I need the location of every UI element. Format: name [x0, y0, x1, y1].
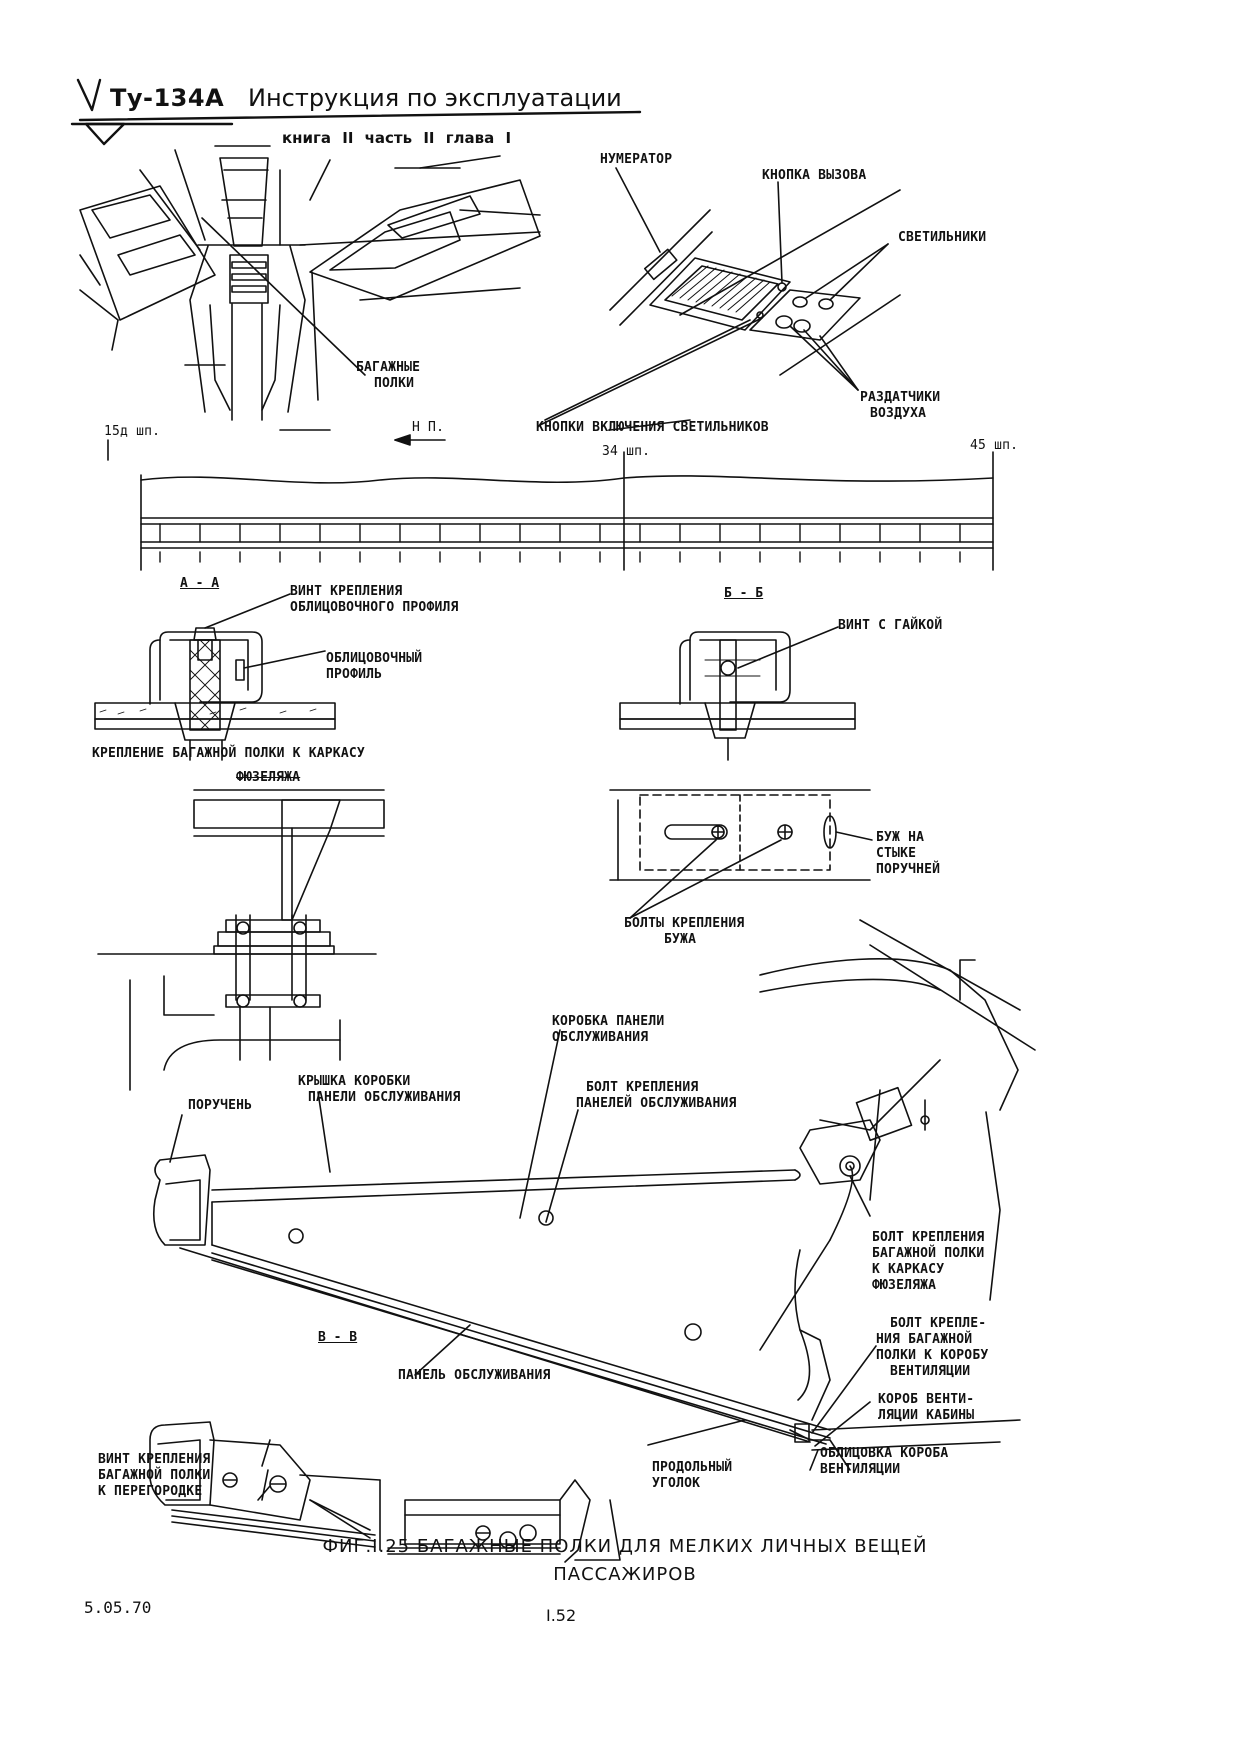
label-trim-profile: ОБЛИЦОВОЧНЫЙ ПРОФИЛЬ	[326, 651, 422, 683]
label-luggage-shelves: БАГАЖНЫЕ ПОЛКИ	[356, 360, 420, 392]
label-trim-profile-screw: ВИНТ КРЕПЛЕНИЯ ОБЛИЦОВОЧНОГО ПРОФИЛЯ	[290, 584, 459, 616]
passenger-service-unit-view	[539, 167, 901, 431]
section-v-v-title: В - В	[318, 1330, 358, 1345]
label-line: ОБЛИЦОВКА КОРОБА	[820, 1446, 949, 1461]
label-line: ВИНТ КРЕПЛЕНИЯ	[290, 584, 403, 599]
header-brand: Ту-134А	[110, 84, 225, 112]
handrail-joint-drawing	[609, 789, 873, 919]
label-line: ВЕНТИЛЯЦИИ	[890, 1364, 971, 1379]
label-line: ОБСЛУЖИВАНИЯ	[552, 1030, 649, 1045]
label-line: ПРОДОЛЬНЫЙ	[652, 1460, 733, 1475]
partition-section-drawing	[148, 1421, 621, 1563]
label-line: БОЛТ КРЕПЛЕ-	[890, 1316, 987, 1331]
label-partition-screw: ВИНТ КРЕПЛЕНИЯ БАГАЖНОЙ ПОЛКИ К ПЕРЕГОРО…	[98, 1452, 210, 1500]
label-line: ВИНТ КРЕПЛЕНИЯ	[98, 1452, 211, 1467]
label-shelf-to-vent-bolt: БОЛТ КРЕПЛЕ- НИЯ БАГАЖНОЙ ПОЛКИ К КОРОБУ…	[876, 1316, 988, 1380]
section-b-b-title: Б - Б	[724, 586, 764, 601]
label-line: КОРОБКА ПАНЕЛИ	[552, 1014, 665, 1029]
label-line: ПАНЕЛИ ОБСЛУЖИВАНИЯ	[308, 1090, 461, 1105]
label-shelf-attachment: КРЕПЛЕНИЕ БАГАЖНОЙ ПОЛКИ К КАРКАСУ	[92, 746, 365, 761]
label-shelf-to-fuselage-bolt: БОЛТ КРЕПЛЕНИЯ БАГАЖНОЙ ПОЛКИ К КАРКАСУ …	[872, 1230, 984, 1294]
label-service-panels-bolt: БОЛТ КРЕПЛЕНИЯ ПАНЕЛЕЙ ОБСЛУЖИВАНИЯ	[576, 1080, 737, 1112]
label-line: ВОЗДУХА	[870, 406, 927, 421]
footer-date: 5.05.70	[84, 1598, 152, 1617]
label-line: ЛЯЦИИ КАБИНЫ	[878, 1408, 975, 1423]
label-call-button: КНОПКА ВЫЗОВА	[762, 168, 867, 183]
label-service-panel-box: КОРОБКА ПАНЕЛИ ОБСЛУЖИВАНИЯ	[552, 1014, 664, 1046]
label-frame-15: 15д шп.	[104, 424, 161, 439]
label-line: БОЛТ КРЕПЛЕНИЯ	[586, 1080, 699, 1095]
main-section-drawing	[152, 919, 1036, 1471]
header-book-reference: книга II часть II глава I	[282, 129, 512, 147]
direction-arrow	[394, 434, 446, 446]
label-screw-with-nut: ВИНТ С ГАЙКОЙ	[838, 618, 943, 633]
label-line: СТЫКЕ	[876, 846, 917, 861]
label-line: БУЖ НА	[876, 830, 925, 845]
cabin-ceiling-view	[79, 145, 541, 431]
label-service-panel: ПАНЕЛЬ ОБСЛУЖИВАНИЯ	[398, 1368, 551, 1383]
label-line: К ПЕРЕГОРОДКЕ	[98, 1484, 203, 1499]
label-handrail-joint: БУЖ НА СТЫКЕ ПОРУЧНЕЙ	[876, 830, 940, 878]
label-longitudinal-angle: ПРОДОЛЬНЫЙ УГОЛОК	[652, 1460, 732, 1492]
section-b-b-drawing	[619, 626, 856, 761]
figure-caption: ФИГ.I.25 БАГАЖНЫЕ ПОЛКИ ДЛЯ МЕЛКИХ ЛИЧНЫ…	[322, 1536, 928, 1557]
frame-attachment-drawing	[97, 789, 385, 1091]
shelf-plan-strip	[107, 439, 994, 571]
label-line: ОБЛИЦОВОЧНЫЙ	[326, 651, 423, 666]
label-line: ПОЛКИ	[374, 376, 415, 391]
label-lamp-switch-buttons: КНОПКИ ВКЛЮЧЕНИЯ СВЕТИЛЬНИКОВ	[536, 420, 769, 435]
label-line: ОБЛИЦОВОЧНОГО ПРОФИЛЯ	[290, 600, 459, 615]
label-line: РАЗДАТЧИКИ	[860, 390, 941, 405]
label-box-cover: КРЫШКА КОРОБКИ ПАНЕЛИ ОБСЛУЖИВАНИЯ	[298, 1074, 461, 1106]
label-frame-45: 45 шп.	[970, 438, 1019, 453]
label-line: ПАНЕЛЕЙ ОБСЛУЖИВАНИЯ	[576, 1096, 737, 1111]
label-handrail: ПОРУЧЕНЬ	[188, 1098, 253, 1113]
label-line: БАГАЖНОЙ ПОЛКИ	[98, 1468, 211, 1483]
label-direction: Н П.	[412, 420, 445, 435]
label-line: ПОРУЧНЕЙ	[876, 862, 941, 877]
header-title: Инструкция по эксплуатации	[248, 84, 622, 112]
figure-caption-continued: ПАССАЖИРОВ	[553, 1564, 697, 1585]
logo-mark	[70, 78, 642, 146]
label-line: ВЕНТИЛЯЦИИ	[820, 1462, 901, 1477]
label-line: БАГАЖНЫЕ	[356, 360, 421, 375]
label-frame-34: 34 шп.	[602, 444, 651, 459]
label-lamps: СВЕТИЛЬНИКИ	[898, 230, 987, 245]
section-a-a-title: А - А	[180, 576, 220, 591]
label-line: ПОЛКИ К КОРОБУ	[876, 1348, 989, 1363]
label-line: ФЮЗЕЛЯЖА	[872, 1278, 937, 1293]
label-air-dispensers: РАЗДАТЧИКИ ВОЗДУХА	[860, 390, 940, 422]
label-line: УГОЛОК	[652, 1476, 701, 1491]
label-buzh-bolts: БОЛТЫ КРЕПЛЕНИЯ БУЖА	[624, 916, 744, 948]
label-line: КОРОБ ВЕНТИ-	[878, 1392, 975, 1407]
label-vent-box-trim: ОБЛИЦОВКА КОРОБА ВЕНТИЛЯЦИИ	[820, 1446, 948, 1478]
label-line: К КАРКАСУ	[872, 1262, 945, 1277]
label-numerator: НУМЕРАТОР	[600, 152, 673, 167]
label-line: БАГАЖНОЙ ПОЛКИ	[872, 1246, 985, 1261]
label-line: БОЛТЫ КРЕПЛЕНИЯ	[624, 916, 745, 931]
label-cabin-vent-box: КОРОБ ВЕНТИ- ЛЯЦИИ КАБИНЫ	[878, 1392, 974, 1424]
page-number: I.52	[546, 1606, 577, 1625]
label-line: БУЖА	[664, 932, 697, 947]
label-line: КРЫШКА КОРОБКИ	[298, 1074, 411, 1089]
section-a-a-drawing	[94, 593, 336, 761]
label-line: ПРОФИЛЬ	[326, 667, 383, 682]
label-fuselage: ФЮЗЕЛЯЖА	[236, 770, 301, 785]
label-line: БОЛТ КРЕПЛЕНИЯ	[872, 1230, 985, 1245]
label-line: НИЯ БАГАЖНОЙ	[876, 1332, 973, 1347]
